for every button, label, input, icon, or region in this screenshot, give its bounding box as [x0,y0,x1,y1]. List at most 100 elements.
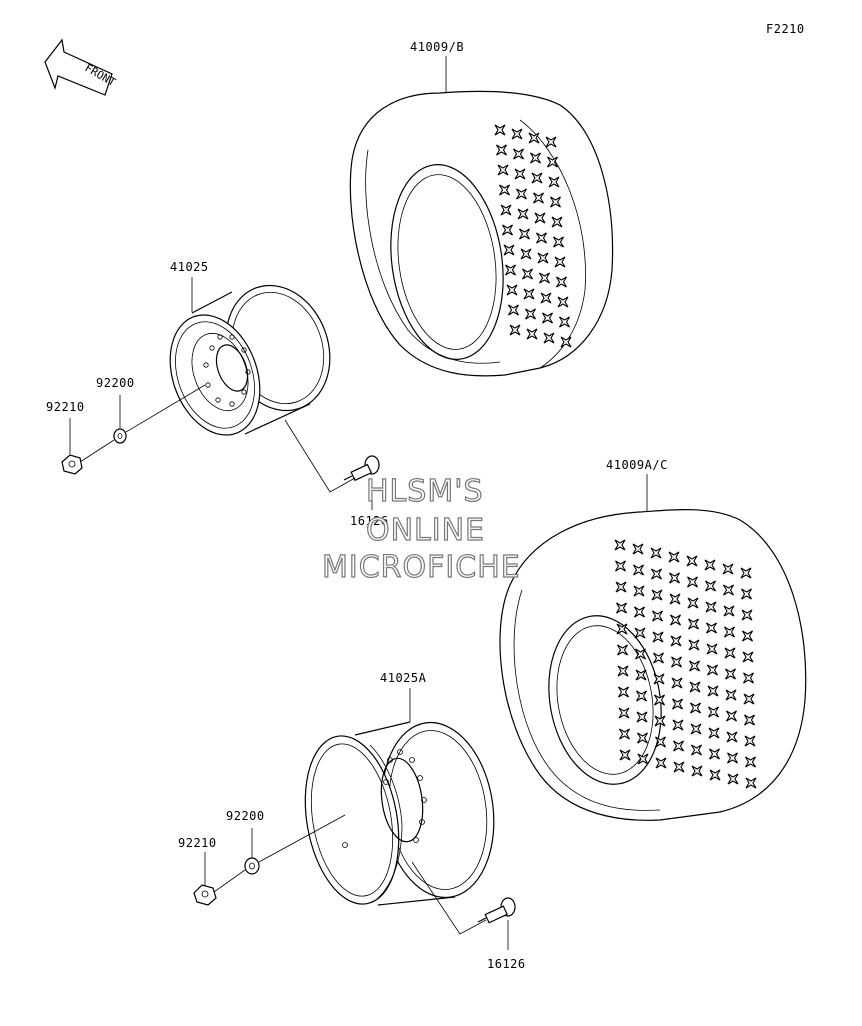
front-nut [61,454,83,475]
front-wheel [169,284,331,436]
tread-block [636,690,647,702]
tread-block [543,332,555,344]
tread-block [706,643,718,655]
tread-block [724,647,736,659]
tread-block [505,264,516,276]
tread-block [704,559,716,571]
tread-block [499,184,510,196]
tread-block [741,588,752,600]
tread-block [672,719,684,731]
tread-block [726,731,738,743]
tread-block [744,714,755,726]
tread-block [539,272,550,284]
tread-block [672,698,683,710]
tread-block [705,580,716,592]
tread-block [745,756,756,768]
tread-block [706,622,717,634]
tread-block [537,252,549,264]
tread-block [708,706,719,718]
front-tire [349,90,614,377]
tread-block [654,694,665,706]
tread-block [723,605,735,617]
tread-block [709,748,720,760]
watermark-line-2: ONLINE [365,512,486,548]
tread-block [669,572,680,584]
tread-block [670,614,681,626]
front-valve-stem [343,455,380,482]
tread-block [652,610,663,622]
rear-wheel [304,721,495,906]
tread-block [722,563,734,575]
tread-block [496,144,507,156]
tread-block [497,164,509,176]
tread-block [691,765,703,777]
tread-block [691,744,702,756]
tread-block [668,551,680,563]
tread-block [689,681,701,693]
tread-block [545,136,557,148]
tread-block [632,543,644,555]
tread-block [618,686,629,698]
tread-block [686,555,698,567]
tread-block [727,773,739,785]
tread-block [522,268,533,280]
tread-block [520,248,532,260]
tread-block [506,284,518,296]
tread-block [635,669,647,681]
tread-block [689,660,700,672]
label-washer-rear: 92200 [226,809,265,823]
tread-block [655,736,666,748]
tread-block [724,626,735,638]
tread-block [637,753,649,765]
tread-block [723,584,734,596]
tread-block [554,256,566,268]
tread-block [653,673,665,685]
tread-block [633,564,644,576]
tread-block [511,128,523,140]
tread-block [534,212,546,224]
label-tire-rear: 41009A/C [606,458,668,472]
rear-valve-leader [411,861,487,935]
rear-tire [499,508,807,821]
tread-block [744,735,756,747]
tread-block [557,296,569,308]
tread-block [740,567,752,579]
tread-block [617,665,629,677]
tread-block [650,547,662,559]
tread-block [651,589,663,601]
tread-block [617,644,628,656]
tread-block [528,132,540,144]
tread-block [687,576,698,588]
tread-block [619,749,631,761]
tread-block [637,732,648,744]
tread-block [542,312,553,324]
front-washer [113,428,127,444]
tread-block [553,236,564,248]
tread-block [619,728,630,740]
tread-block [690,702,701,714]
figure-code: F2210 [766,22,805,36]
tread-block [615,560,626,572]
tread-block [741,609,753,621]
tread-block [653,652,664,664]
rear-tire-tread [614,539,757,789]
tread-block [519,228,530,240]
tread-block [673,740,684,752]
tread-block [652,631,664,643]
tread-block [651,568,662,580]
tread-block [634,627,646,639]
label-valve-front: 16126 [350,514,389,528]
tread-block [707,664,718,676]
tread-block [708,727,720,739]
tread-block [560,336,572,348]
tread-block [633,585,645,597]
tread-block [509,324,521,336]
tread-block [550,196,561,208]
label-washer-front: 92200 [96,376,135,390]
label-tire-front: 41009/B [410,40,465,54]
front-arrow-label: FRONT [83,61,119,89]
rear-valve-stem [477,897,516,924]
tread-block [707,685,719,697]
